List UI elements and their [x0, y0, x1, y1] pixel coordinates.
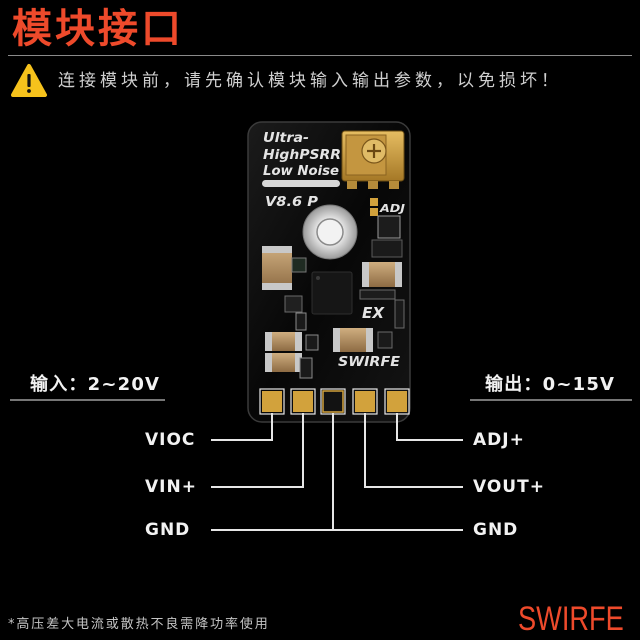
warning-icon — [11, 64, 47, 97]
silkscreen-ex: EX — [362, 304, 385, 322]
pin-label-adj: ADJ+ — [473, 430, 525, 450]
pin-label-vioc: VIOC — [145, 430, 196, 450]
smd-component — [377, 215, 401, 239]
mounting-hole — [302, 204, 358, 260]
smd-component — [299, 357, 313, 379]
brand-logo: SWIRFE — [518, 600, 624, 638]
page-title: 模块接口 — [12, 6, 184, 52]
silkscreen-adj: ADJ — [379, 202, 405, 215]
pad-adj — [384, 388, 410, 415]
warning-text: 连接模块前，请先确认模块输入输出参数，以免损坏！ — [58, 71, 562, 91]
pin-label-gnd-left: GND — [145, 520, 191, 540]
potentiometer — [341, 130, 405, 189]
output-spec: 输出：0~15V — [485, 374, 616, 395]
capacitor — [362, 262, 402, 287]
smd-component — [377, 331, 393, 349]
smd-component — [295, 312, 307, 331]
pin-label-gnd-right: GND — [473, 520, 519, 540]
smd-component — [394, 299, 405, 329]
pcb-module: Ultra- HighPSRR Low Noise V8.6 P ADJ — [247, 121, 411, 423]
silkscreen-brand: SWIRFE — [338, 355, 400, 370]
silkscreen-ultra: Ultra- — [263, 130, 309, 146]
input-spec: 输入：2~20V — [30, 374, 161, 395]
capacitor — [333, 328, 373, 352]
capacitor — [265, 353, 302, 372]
smd-component — [359, 289, 396, 300]
pin-label-vin: VIN+ — [145, 477, 197, 497]
pad-vin — [290, 388, 316, 415]
pin-label-vout: VOUT+ — [473, 477, 545, 497]
capacitor — [262, 246, 292, 290]
silkscreen-version: V8.6 P — [265, 195, 319, 210]
silkscreen-low-noise: Low Noise — [263, 163, 339, 179]
silkscreen-highpsrr: HighPSRR — [263, 147, 341, 163]
vin-leader-line — [211, 413, 304, 488]
pad-vioc — [259, 388, 285, 415]
smd-component — [291, 257, 307, 273]
smd-component — [305, 334, 319, 351]
pad-gnd — [320, 388, 346, 415]
smd-component — [371, 239, 403, 258]
pcb-module-drawing: Ultra- HighPSRR Low Noise V8.6 P ADJ — [247, 121, 411, 423]
footnote: *高压差大电流或散热不良需降功率使用 — [8, 617, 270, 632]
regulator-ic — [311, 271, 353, 315]
smd-component — [284, 295, 303, 313]
pad-vout — [352, 388, 378, 415]
adj-test-pad — [370, 208, 378, 216]
adj-test-pad — [370, 198, 378, 206]
vout-leader-line — [364, 413, 463, 488]
silkscreen-bar — [262, 180, 340, 187]
capacitor — [265, 332, 302, 351]
